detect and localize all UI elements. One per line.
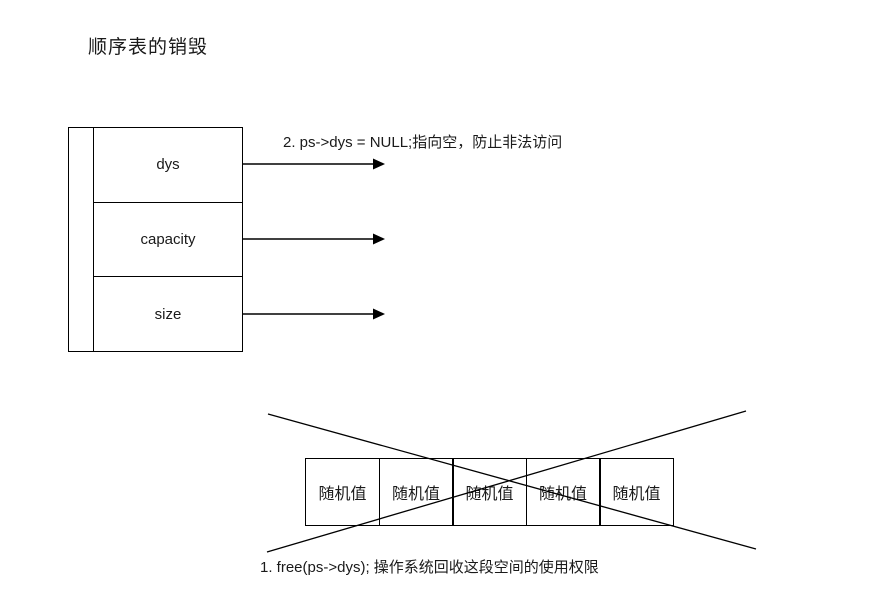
page-title: 顺序表的销毁 — [88, 37, 209, 58]
memory-cell: 随机值 — [305, 458, 380, 526]
memory-cell: 随机值 — [599, 458, 674, 526]
struct-field-label: size — [154, 305, 182, 323]
struct-field-size: size — [94, 276, 242, 351]
memory-cell-label: 随机值 — [391, 486, 440, 503]
struct-field-label: capacity — [140, 231, 196, 248]
struct-left-strip — [69, 128, 94, 351]
memory-cell: 随机值 — [378, 458, 454, 526]
annotation-null: 2. ps->dys = NULL;指向空，防止非法访问 — [283, 134, 563, 151]
struct-field-label: dys — [156, 156, 180, 174]
arrow-capacity — [243, 233, 385, 245]
memory-cell-label: 随机值 — [318, 486, 367, 503]
cross-out-x — [266, 410, 757, 553]
struct-box: dys capacity size — [68, 127, 243, 352]
struct-field-capacity: capacity — [94, 201, 242, 277]
arrow-size — [243, 308, 385, 320]
memory-array: 随机值 随机值 随机值 随机值 随机值 — [305, 458, 674, 526]
memory-cell-label: 随机值 — [612, 486, 661, 503]
struct-rows: dys capacity size — [94, 128, 242, 351]
arrow-dys — [243, 158, 385, 170]
annotation-free: 1. free(ps->dys); 操作系统回收这段空间的使用权限 — [260, 559, 599, 576]
struct-field-dys: dys — [94, 128, 242, 202]
